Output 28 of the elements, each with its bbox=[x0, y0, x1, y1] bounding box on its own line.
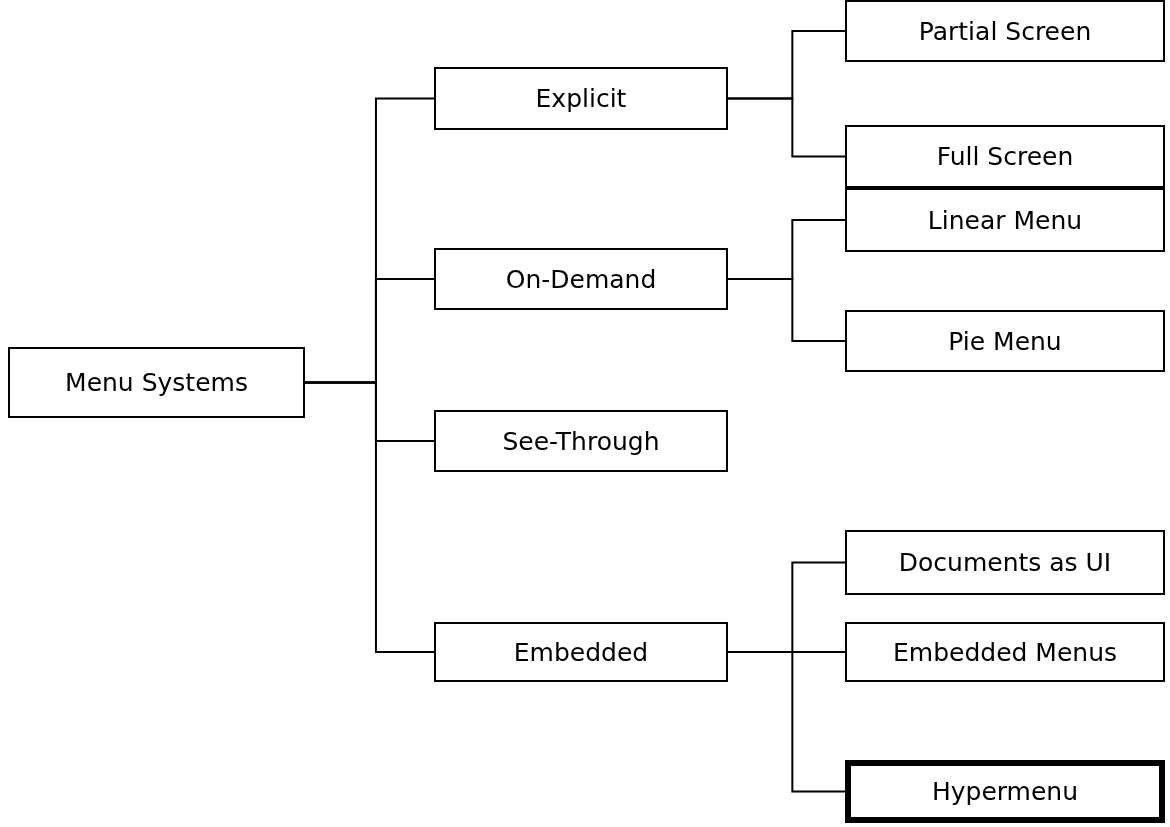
menu-box bbox=[434, 622, 728, 682]
box-label: Linear Menu bbox=[927, 205, 1083, 235]
menu-box bbox=[845, 125, 1165, 188]
box-label: Explicit bbox=[535, 84, 627, 113]
connector-line bbox=[304, 381, 435, 653]
menu-box bbox=[434, 410, 728, 472]
menu-box bbox=[8, 347, 305, 418]
connector-line bbox=[727, 97, 846, 158]
box-label: See-Through bbox=[502, 426, 660, 456]
menu-box bbox=[845, 622, 1165, 682]
menu-box bbox=[845, 310, 1165, 372]
box-label: Menu Systems bbox=[65, 368, 248, 397]
menu-box bbox=[845, 0, 1165, 62]
box-label: Embedded Menus bbox=[893, 637, 1117, 667]
menu-box bbox=[845, 760, 1165, 823]
connector-line bbox=[727, 278, 846, 342]
box-label: Documents as UI bbox=[898, 548, 1112, 577]
box-label: On-Demand bbox=[505, 264, 657, 294]
connector-line bbox=[727, 651, 846, 793]
menu-box bbox=[434, 67, 728, 130]
menu-box bbox=[845, 530, 1165, 595]
box-label: Pie Menu bbox=[948, 326, 1062, 356]
box-label: Full Screen bbox=[936, 142, 1074, 171]
box-label: Hypermenu bbox=[931, 777, 1079, 806]
box-label: Partial Screen bbox=[918, 16, 1092, 46]
box-label: Embedded bbox=[513, 637, 649, 667]
menu-box bbox=[845, 188, 1165, 252]
menu-box bbox=[434, 248, 728, 310]
